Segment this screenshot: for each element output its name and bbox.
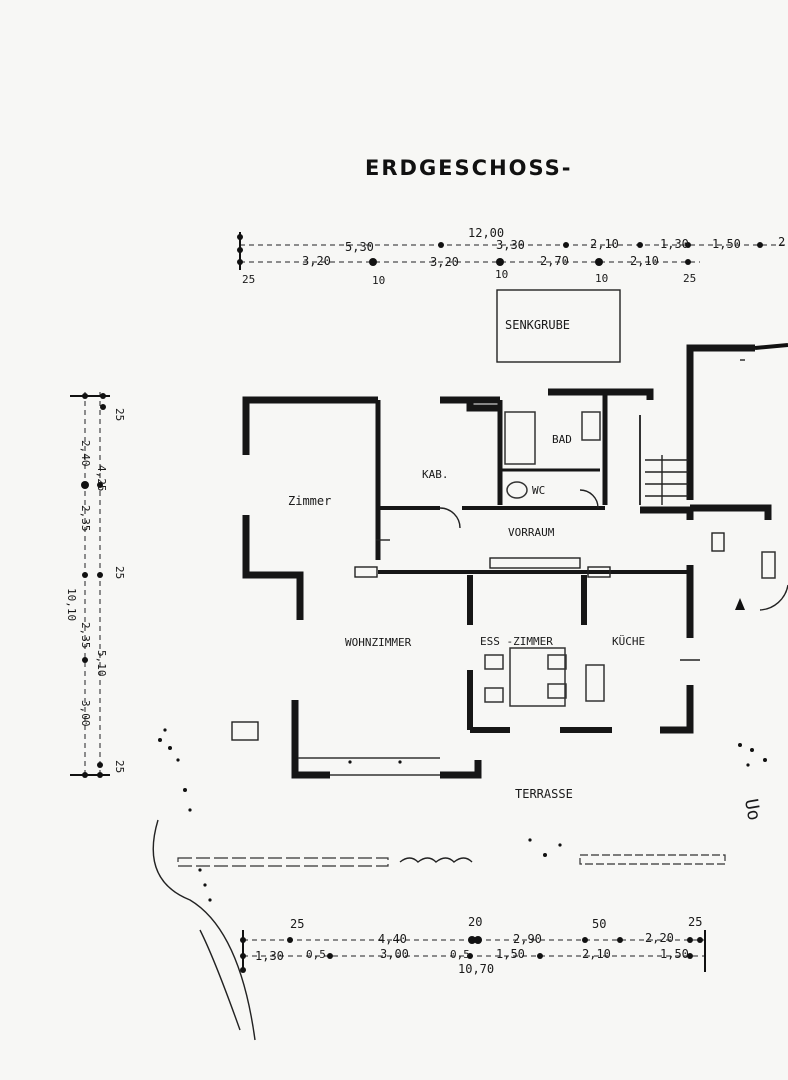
top-dim-lower: 10 [372, 274, 385, 287]
door-swings [376, 489, 700, 661]
top-dim-upper: 3,30 [496, 238, 525, 252]
bottom-dim-lower: 0,5 [450, 948, 470, 961]
top-dim-upper: 1,30 [660, 237, 689, 251]
left-dim: 4,25 [95, 465, 108, 492]
bottom-dimension-chain: 25 4,40 20 2,90 50 2,20 25 1,30 0,5 3,00… [240, 915, 706, 976]
planting-dots [158, 728, 767, 902]
left-dim: 2,35 [79, 505, 92, 532]
left-dim: 10,10 [65, 588, 78, 621]
top-dim-lower: 10 [595, 272, 608, 285]
room-label-senkgrube: SENKGRUBE [505, 318, 570, 332]
top-total-dimension: 12,00 [468, 226, 504, 240]
bottom-dim-upper: 4,40 [378, 932, 407, 946]
room-label-wohnzimmer: WOHNZIMMER [345, 636, 412, 649]
bottom-dim-lower: 3,00 [380, 947, 409, 961]
room-label-wc: WC [532, 484, 545, 497]
top-dim-lower: 25 [683, 272, 696, 285]
left-dim: 3,00 [79, 700, 92, 727]
top-dim-middle: 3,20 [302, 254, 331, 268]
window-marks [231, 557, 611, 776]
left-dim: 2,40 [79, 440, 92, 467]
left-dim: 5,10 [95, 650, 108, 677]
top-dim-upper: 5,30 [345, 240, 374, 254]
room-label-terrasse: TERRASSE [515, 787, 573, 801]
interior-walls [375, 392, 690, 733]
top-dimension-chain: 12,00 5,30 3,30 2,10 1,30 1,50 2 3,20 3,… [237, 226, 788, 287]
hedge-line [152, 819, 726, 1041]
top-dim-middle: 2,70 [540, 254, 569, 268]
bottom-dim-upper: 25 [290, 917, 304, 931]
room-label-vorraum: VORRAUM [508, 526, 555, 539]
left-dim: 25 [113, 760, 126, 773]
top-dim-upper: 1,50 [712, 237, 741, 251]
top-dim-lower: 25 [242, 273, 255, 286]
room-label-kab: KAB. [422, 468, 449, 481]
room-label-zimmer: Zimmer [288, 494, 331, 508]
senkgrube-outline [496, 289, 621, 363]
edge-scribble: Uo [740, 797, 764, 822]
top-dim-middle: 2,10 [630, 254, 659, 268]
exterior-walls [242, 344, 772, 779]
dining-furniture [484, 647, 605, 707]
bottom-total-dimension: 10,70 [458, 962, 494, 976]
bottom-dim-upper: 50 [592, 917, 606, 931]
bottom-dim-lower: 2,10 [582, 947, 611, 961]
left-dim: 2,35 [79, 622, 92, 649]
top-dim-upper: 2 [778, 235, 785, 249]
bathroom-fixtures [504, 411, 601, 499]
bottom-dim-upper: 25 [688, 915, 702, 929]
left-dimension-chain: 25 2,40 4,25 2,35 25 10,10 2,35 5,10 3,0… [65, 392, 126, 778]
top-dim-lower: 10 [495, 268, 508, 281]
top-dim-upper: 2,10 [590, 237, 619, 251]
plan-title: ERDGESCHOSS- [365, 156, 573, 180]
bottom-dim-lower: 1,50 [660, 947, 689, 961]
bottom-dim-lower: 0,5 [306, 948, 326, 961]
left-dim: 25 [113, 566, 126, 579]
bottom-dim-lower: 1,50 [496, 947, 525, 961]
room-label-bad: BAD [552, 433, 572, 446]
left-dim: 25 [113, 408, 126, 421]
neighbour-wall [754, 343, 788, 350]
bottom-dim-upper: 20 [468, 915, 482, 929]
bottom-dim-upper: 2,90 [513, 932, 542, 946]
room-label-kueche: KÜCHE [612, 635, 645, 648]
bottom-dim-lower: 1,30 [255, 949, 284, 963]
room-label-esszimmer: ESS -ZIMMER [480, 635, 553, 648]
bottom-dim-upper: 2,20 [645, 931, 674, 945]
top-dim-middle: 3,20 [430, 255, 459, 269]
right-side-details [711, 359, 788, 611]
staircase [645, 455, 688, 505]
